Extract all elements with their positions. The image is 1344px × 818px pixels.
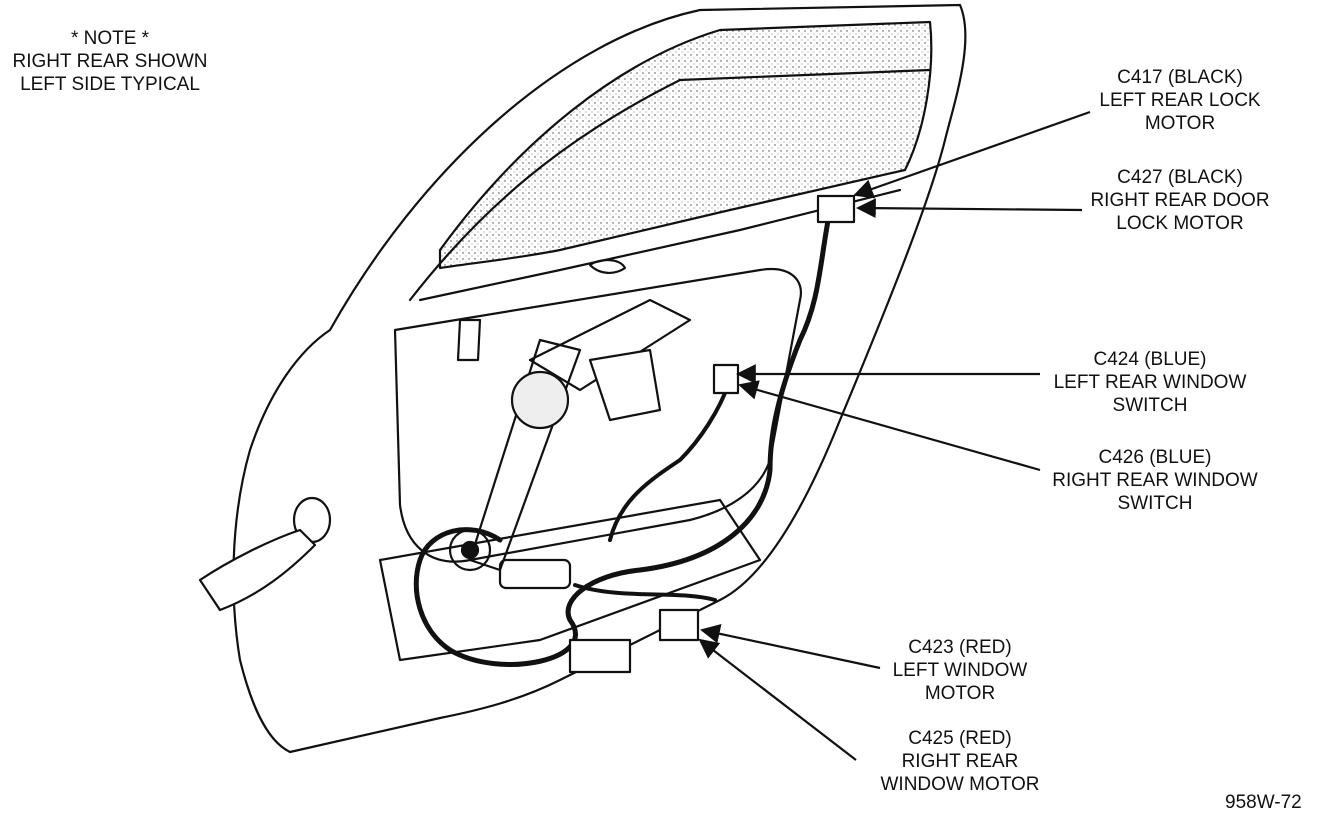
callout-line: SWITCH xyxy=(1112,395,1188,416)
callout-line: WINDOW MOTOR xyxy=(880,774,1040,795)
callout-c426: C426 (BLUE) RIGHT REAR WINDOW SWITCH xyxy=(1030,446,1280,515)
wiring-harness xyxy=(413,207,833,667)
c425-connector xyxy=(568,638,632,674)
window-glass xyxy=(438,20,933,270)
callout-line: RIGHT REAR DOOR xyxy=(1090,190,1270,211)
inner-panel xyxy=(393,267,803,563)
callout-line: C425 (RED) xyxy=(908,728,1012,749)
callout-line: C426 (BLUE) xyxy=(1098,447,1212,468)
callout-line: LEFT REAR LOCK xyxy=(1099,90,1261,111)
callout-line: RIGHT REAR xyxy=(901,751,1019,772)
leader-c427 xyxy=(856,198,1083,219)
callout-line: LEFT REAR WINDOW xyxy=(1053,372,1247,393)
callout-c427: C427 (BLACK) RIGHT REAR DOOR LOCK MOTOR xyxy=(1075,166,1285,235)
callout-line: RIGHT REAR WINDOW xyxy=(1052,470,1258,491)
callout-c423: C423 (RED) LEFT WINDOW MOTOR xyxy=(865,636,1055,705)
c417-connector xyxy=(816,194,856,224)
c423-connector xyxy=(658,608,700,642)
callout-line: LEFT WINDOW xyxy=(892,660,1028,681)
leader-c425 xyxy=(698,638,857,761)
figure-number: 958W-72 xyxy=(1225,792,1302,813)
callout-line: MOTOR xyxy=(1144,113,1216,134)
note-line: RIGHT REAR SHOWN xyxy=(12,51,208,72)
callout-c425: C425 (RED) RIGHT REAR WINDOW MOTOR xyxy=(855,727,1065,796)
callout-line: LOCK MOTOR xyxy=(1116,213,1244,234)
callout-line: C427 (BLACK) xyxy=(1117,167,1243,188)
door-outer-shell xyxy=(232,3,967,754)
callout-line: MOTOR xyxy=(924,683,996,704)
callout-line: C424 (BLUE) xyxy=(1093,349,1207,370)
lower-panel xyxy=(378,498,762,662)
c424-connector xyxy=(712,363,740,395)
callout-line: C417 (BLACK) xyxy=(1117,67,1243,88)
note-label: * NOTE * RIGHT REAR SHOWN LEFT SIDE TYPI… xyxy=(0,27,220,96)
callout-c424: C424 (BLUE) LEFT REAR WINDOW SWITCH xyxy=(1030,348,1270,417)
callout-line: SWITCH xyxy=(1117,493,1193,514)
note-line: LEFT SIDE TYPICAL xyxy=(20,74,200,95)
callout-line: C423 (RED) xyxy=(908,637,1012,658)
window-motor xyxy=(498,558,572,590)
note-line: * NOTE * xyxy=(70,28,150,49)
leader-c426 xyxy=(738,380,1041,472)
leader-c423 xyxy=(700,624,881,670)
leader-c417 xyxy=(853,110,1091,199)
door-inner-frame xyxy=(408,68,932,302)
callout-c417: C417 (BLACK) LEFT REAR LOCK MOTOR xyxy=(1080,66,1280,135)
